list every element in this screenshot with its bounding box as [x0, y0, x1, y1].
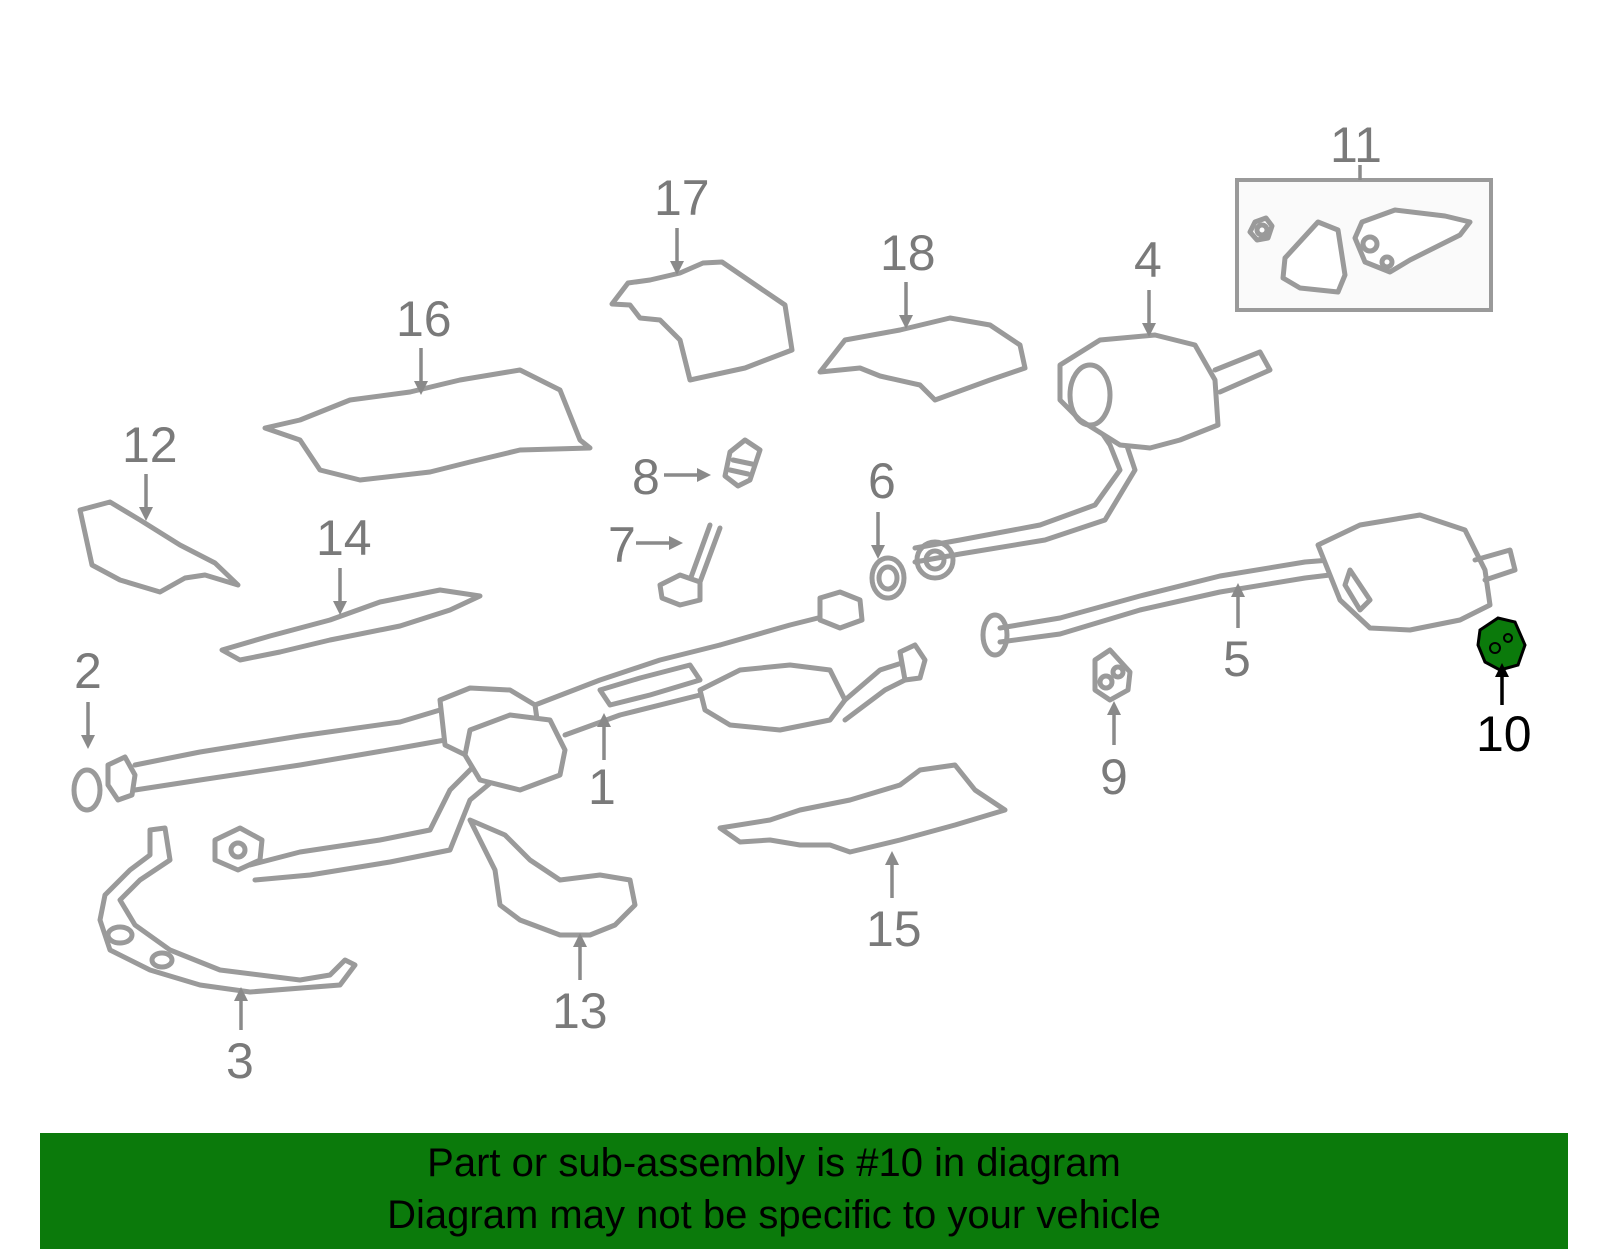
callout-2: 2: [74, 643, 102, 749]
svg-text:7: 7: [608, 517, 636, 573]
callout-15: 15: [866, 851, 922, 957]
part-13-heat-shield: [467, 817, 638, 938]
svg-text:1: 1: [588, 759, 616, 815]
callout-4: 4: [1134, 232, 1162, 337]
svg-text:2: 2: [74, 643, 102, 699]
svg-text:12: 12: [122, 417, 178, 473]
svg-text:15: 15: [866, 901, 922, 957]
callout-10-highlighted: 10: [1476, 663, 1532, 762]
callout-3: 3: [226, 987, 254, 1089]
svg-text:10: 10: [1476, 706, 1532, 762]
part-2-gasket: [71, 767, 103, 813]
part-7-bolt: [657, 522, 723, 608]
svg-text:17: 17: [654, 170, 710, 226]
callout-7: 7: [608, 517, 683, 573]
svg-text:9: 9: [1100, 749, 1128, 805]
part-15-heat-shield: [717, 762, 1008, 855]
callout-6: 6: [868, 453, 896, 559]
svg-text:18: 18: [880, 225, 936, 281]
part-18-heat-shield: [817, 315, 1028, 403]
svg-text:3: 3: [226, 1033, 254, 1089]
part-3-bracket: [97, 825, 358, 995]
svg-text:13: 13: [552, 983, 608, 1039]
callout-11: 11: [1330, 117, 1382, 173]
callout-17: 17: [654, 170, 710, 275]
part-5-muffler: [980, 512, 1518, 658]
part-16-heat-shield: [262, 367, 593, 483]
part-1-front-pipe: [105, 589, 928, 883]
part-12-heat-shield: [77, 499, 241, 595]
callout-14: 14: [316, 510, 372, 615]
callout-16: 16: [396, 291, 452, 395]
callout-1: 1: [588, 713, 616, 815]
part-4-muffler: [912, 332, 1273, 581]
svg-text:5: 5: [1223, 631, 1251, 687]
part-8-stud: [722, 437, 763, 489]
svg-text:11: 11: [1330, 117, 1382, 173]
callout-18: 18: [880, 225, 936, 329]
callout-5: 5: [1223, 583, 1251, 687]
svg-text:14: 14: [316, 510, 372, 566]
part-6-gasket: [869, 555, 907, 601]
info-banner: Part or sub-assembly is #10 in diagram D…: [40, 1133, 1568, 1249]
banner-text-disclaimer: Diagram may not be specific to your vehi…: [387, 1193, 1161, 1237]
callout-8: 8: [632, 449, 711, 505]
part-11-bracket-kit: [1235, 165, 1493, 312]
part-9-hanger: [1092, 647, 1133, 703]
svg-text:6: 6: [868, 453, 896, 509]
part-17-heat-shield: [609, 259, 795, 383]
callout-9: 9: [1100, 701, 1128, 805]
svg-text:8: 8: [632, 449, 660, 505]
callout-13: 13: [552, 933, 608, 1039]
banner-text-part-number: Part or sub-assembly is #10 in diagram: [427, 1141, 1121, 1185]
part-10-hanger-highlighted: [1476, 616, 1527, 672]
svg-text:4: 4: [1134, 232, 1162, 288]
part-14-heat-shield: [219, 587, 483, 663]
callout-12: 12: [122, 417, 178, 521]
svg-text:16: 16: [396, 291, 452, 347]
